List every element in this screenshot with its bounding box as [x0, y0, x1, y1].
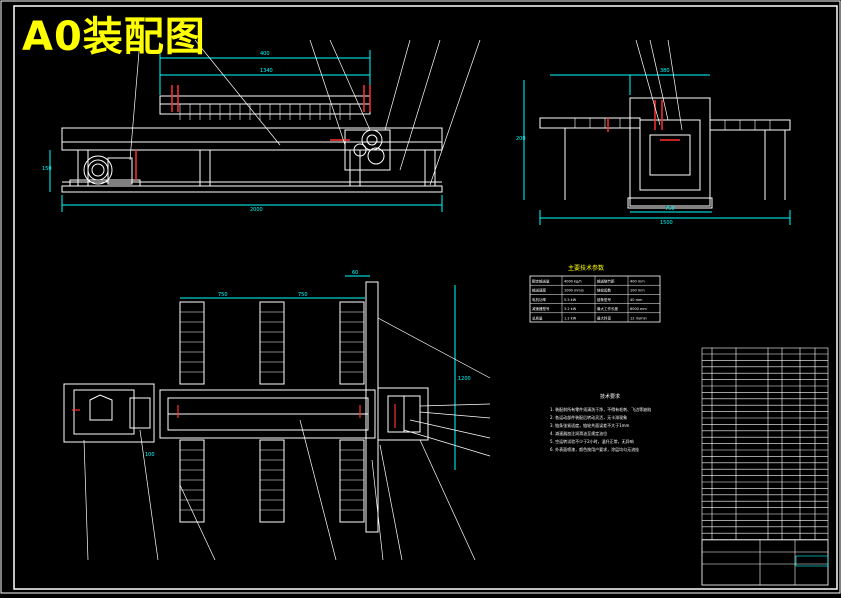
inner-frame: [13, 5, 838, 590]
tech-table-cell: 100 mm: [630, 289, 645, 293]
tech-table-title: 主要技术参数: [568, 264, 604, 272]
front-dim-top-2: 400: [260, 51, 270, 57]
tech-table-cell: 减速器型号: [532, 306, 550, 311]
side-dim-height: 200: [516, 136, 526, 142]
tech-table-cell: 输送链节距: [597, 279, 615, 284]
front-view: [49, 39, 481, 212]
plan-dim-1: 750: [218, 292, 228, 298]
side-view: [523, 39, 791, 225]
side-dim-base: 750: [665, 206, 675, 212]
tech-table-cell: 5.5 kW: [564, 298, 577, 302]
tech-table-cell: 400 mm: [630, 280, 645, 284]
tech-parameter-table: 主要技术参数 额定输送量 4000 kg/h 输送链节距 400 mm 输送速度 1000…: [529, 264, 661, 323]
tech-table-cell: 总质量: [532, 315, 543, 320]
tech-table-cell: 40 mm: [630, 298, 643, 302]
tech-requirements: 技术要求 1. 装配前所有零件须清洗干净，不得有毛刺、飞边等缺陷 2. 各运动部件…: [550, 393, 651, 452]
tech-table-cell: 最大料宽: [597, 315, 611, 320]
front-dim-overall: 2000: [250, 207, 263, 213]
drawing-title: A0装配图: [22, 14, 206, 60]
tech-req-item: 6. 外表面喷漆，颜色按用户要求，涂层均匀无流挂: [550, 446, 639, 452]
tech-table-cell: 电机功率: [532, 297, 546, 302]
tech-table-cell: 12 m/min: [630, 316, 647, 320]
plan-dim-2: 750: [298, 292, 308, 298]
tech-table-cell: 额定输送量: [532, 279, 550, 284]
tech-req-item: 4. 减速器加注润滑油至规定油位: [550, 430, 607, 436]
tech-table-cell: 1000 mm/s: [564, 289, 584, 293]
tech-req-item: 3. 链条张紧适度，链轮共面误差不大于1mm: [550, 422, 630, 428]
tech-table-cell: 链轮齿数: [597, 288, 611, 293]
bill-of-materials: [701, 347, 829, 586]
tech-table-cell: 1.2 kW: [564, 316, 577, 320]
plan-dim-5: 100: [145, 452, 155, 458]
tech-table-cell: 6000 mm: [630, 307, 647, 311]
tech-req-title: 技术要求: [600, 393, 620, 400]
side-dim-top: 380: [660, 68, 670, 74]
tech-req-item: 1. 装配前所有零件须清洗干净，不得有毛刺、飞边等缺陷: [550, 406, 651, 412]
tech-table-cell: 输送速度: [532, 288, 546, 293]
tech-req-item: 2. 各运动部件装配后转动灵活，无卡滞现象: [550, 414, 627, 420]
plan-dim-3: 60: [352, 270, 358, 276]
tech-table-cell: 链条型号: [597, 297, 611, 302]
plan-view: [63, 275, 491, 561]
side-dim-overall: 1500: [660, 220, 673, 226]
tech-table-cell: 4000 kg/h: [564, 280, 582, 284]
tech-table-cell: 3.2 kW: [564, 307, 577, 311]
tech-table-cell: 最大工作长度: [597, 306, 618, 311]
plan-dim-4: 1200: [458, 376, 471, 382]
tech-req-item: 5. 空运转试验不少于2小时，温升正常，无异响: [550, 438, 634, 444]
front-dim-height: 150: [42, 166, 52, 172]
front-dim-top: 1340: [260, 68, 273, 74]
